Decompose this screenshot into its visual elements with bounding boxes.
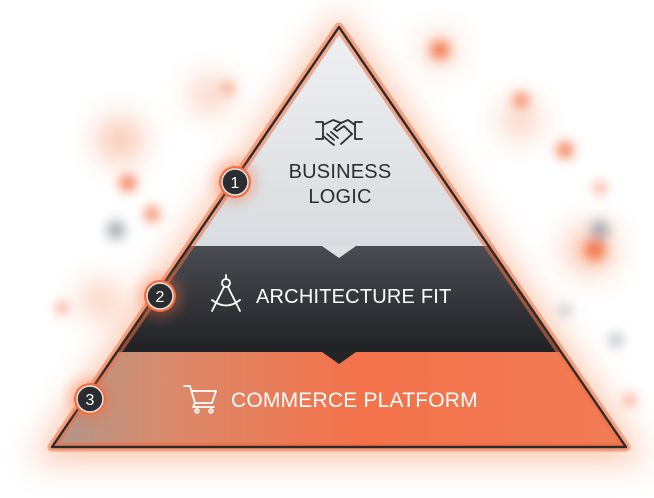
marker-2-number: 2 bbox=[156, 289, 165, 306]
marker-1 bbox=[213, 160, 257, 204]
tier-1-label-line1: BUSINESS bbox=[288, 161, 392, 183]
tier-2-pointer bbox=[322, 352, 356, 364]
pyramid-inner-outline bbox=[50, 25, 628, 449]
tier-1-label-line2: LOGIC bbox=[308, 186, 372, 208]
marker-2 bbox=[138, 274, 182, 318]
shopping-cart-icon bbox=[183, 385, 217, 414]
tier-1-label: BUSINESS LOGIC bbox=[260, 160, 420, 210]
marker-3 bbox=[68, 377, 112, 421]
tier-3-fill bbox=[52, 352, 626, 447]
tier-1-pointer bbox=[322, 246, 356, 258]
tier-3-label: COMMERCE PLATFORM bbox=[231, 389, 478, 412]
handshake-icon bbox=[315, 119, 363, 146]
marker-1-number: 1 bbox=[231, 175, 240, 192]
scatter-dots bbox=[57, 41, 635, 405]
drafting-compass-icon bbox=[211, 274, 241, 312]
marker-3-number: 3 bbox=[86, 392, 95, 409]
tier-2-label: ARCHITECTURE FIT bbox=[256, 286, 452, 308]
